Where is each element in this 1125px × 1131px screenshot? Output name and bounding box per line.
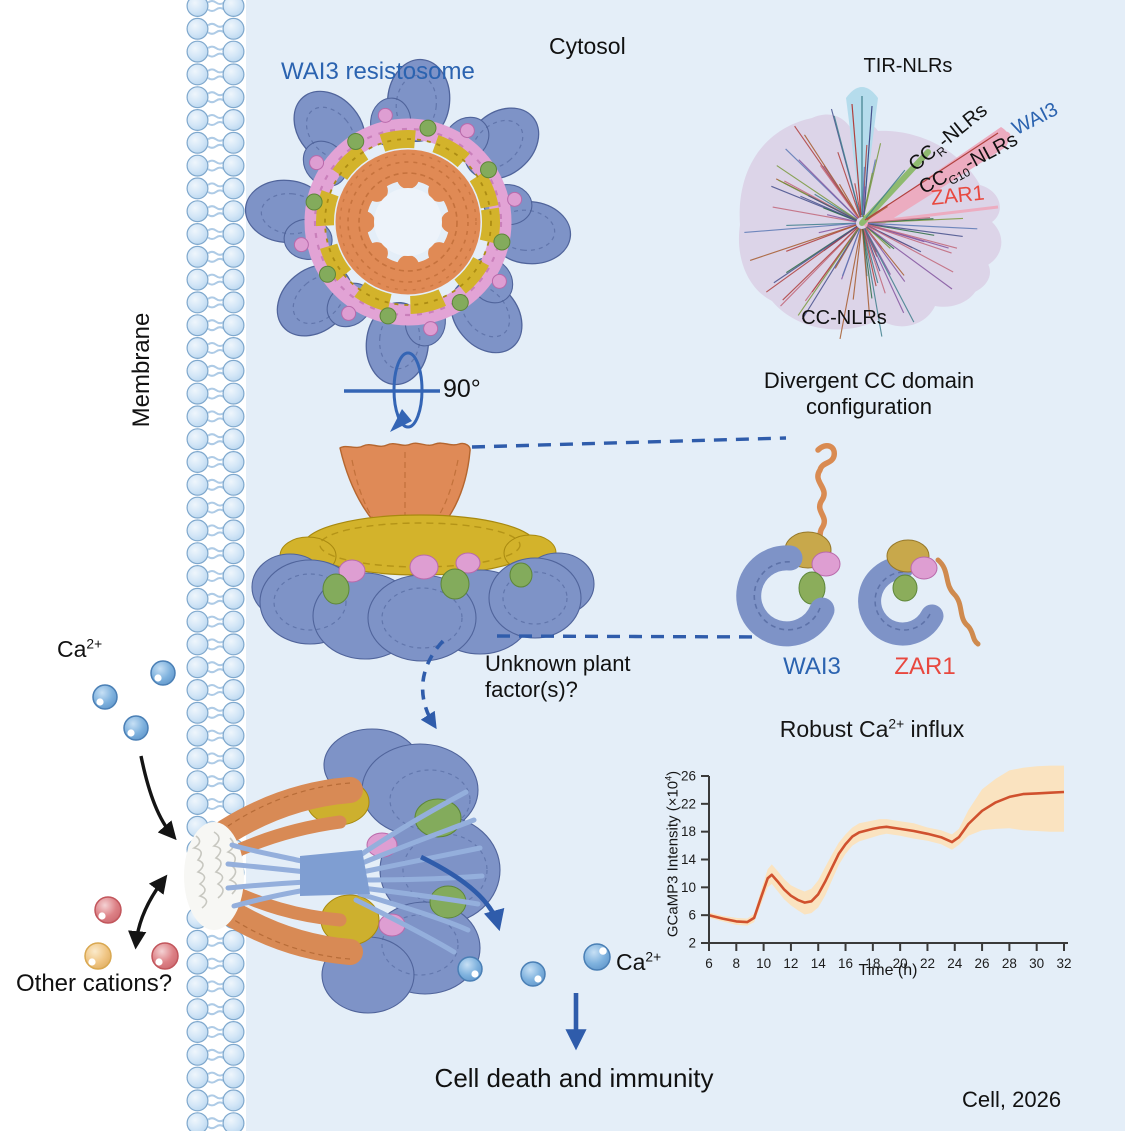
ca-efflux-arrow (419, 854, 505, 932)
channel-transmembrane-white (184, 822, 244, 930)
resistosome-orange-ring (335, 149, 481, 295)
ca-label-released: Ca2+ (616, 949, 662, 975)
svg-text:30: 30 (1029, 956, 1044, 971)
svg-text:22: 22 (920, 956, 935, 971)
journal-credit: Cell, 2026 (962, 1087, 1062, 1112)
svg-text:6: 6 (705, 956, 713, 971)
resistosome-orange-texture1 (358, 172, 458, 272)
wai3-monomer (736, 443, 841, 647)
svg-text:26: 26 (975, 956, 990, 971)
rotation-label: 90° (443, 375, 481, 403)
svg-text:10: 10 (681, 880, 696, 895)
membrane-label: Membrane (127, 312, 155, 428)
ca-entry-arrow (139, 755, 177, 841)
zoom-connectors (471, 436, 787, 639)
svg-text:10: 10 (756, 956, 771, 971)
resistosome-yellow-texture (324, 138, 492, 306)
phylogenetic-tree (738, 87, 1011, 340)
zar1-monomer (858, 539, 981, 647)
zar1-cc-helix (935, 557, 981, 647)
zar1-lrr-crescent (858, 556, 944, 646)
rotation-arrowhead (390, 409, 412, 432)
svg-text:32: 32 (1056, 956, 1071, 971)
tree-ccg10-wedge (862, 127, 1009, 233)
svg-text:24: 24 (947, 956, 963, 971)
side-view-pink-patches (338, 552, 481, 583)
resistosome-title: WAI3 resistosome (281, 58, 475, 85)
tree-ccr-branch (859, 149, 931, 226)
resistosome-top-view (244, 58, 572, 386)
svg-text:14: 14 (811, 956, 827, 971)
tree-zar1-branch (863, 205, 999, 225)
unknown-factor-caption: Unknown plant factor(s)? (485, 651, 631, 702)
tree-wedge-tip-dot (1001, 131, 1011, 141)
svg-text:20: 20 (893, 956, 908, 971)
tree-label-cc-nlrs: CC-NLRs (801, 307, 887, 329)
side-view-green-patches (322, 562, 533, 605)
tree-wedge-spokes (851, 96, 999, 221)
ca-ions-released (457, 943, 611, 987)
resistosome-side-view (251, 442, 595, 662)
chart-x-axis-label: Time (h) (858, 962, 918, 979)
chart-title: Robust Ca2+ influx (779, 716, 965, 742)
svg-text:16: 16 (838, 956, 853, 971)
cell-death-caption: Cell death and immunity (434, 1063, 714, 1093)
tree-label-tir-nlrs: TIR-NLRs (863, 55, 953, 77)
wai3-lrr-crescent (736, 545, 835, 647)
cytosol-label: Cytosol (549, 33, 626, 59)
ca-ions-left (92, 660, 176, 741)
membrane-channel-complex (184, 728, 501, 1014)
svg-text:18: 18 (865, 956, 880, 971)
rotation-icon (344, 351, 440, 432)
tree-blob-bump (906, 246, 990, 298)
svg-text:18: 18 (681, 824, 696, 839)
channel-hub (300, 850, 370, 896)
resistosome-pore (374, 188, 442, 256)
svg-text:12: 12 (783, 956, 798, 971)
channel-spoke-fan (225, 789, 485, 955)
wai3-cc-helix (815, 443, 837, 548)
wai3-monomer-label: WAI3 (783, 653, 841, 680)
svg-text:22: 22 (681, 796, 696, 811)
resistosome-orange-texture2 (347, 161, 469, 283)
resistosome-orange-texture3 (339, 153, 477, 291)
divergent-cc-caption: Divergent CC domain configuration (763, 368, 975, 419)
other-cations-label: Other cations? (16, 970, 173, 997)
membrane-bilayer (186, 0, 245, 1131)
svg-text:14: 14 (681, 852, 697, 867)
svg-text:28: 28 (1002, 956, 1017, 971)
svg-text:2: 2 (688, 936, 696, 951)
other-cation-ions (84, 896, 179, 970)
svg-text:6: 6 (688, 908, 696, 923)
ca-label-left: Ca2+ (57, 636, 103, 662)
chart-y-axis-label: GCaMP3 Intensity (×104) (663, 770, 682, 938)
tree-spokes (744, 108, 978, 340)
resistosome-yellow-ring (316, 130, 500, 314)
svg-text:8: 8 (733, 956, 741, 971)
zar1-monomer-label: ZAR1 (894, 653, 956, 680)
svg-text:26: 26 (681, 769, 696, 784)
resistosome-pink-ring-texture (313, 127, 503, 317)
other-cations-arrow (128, 874, 168, 950)
